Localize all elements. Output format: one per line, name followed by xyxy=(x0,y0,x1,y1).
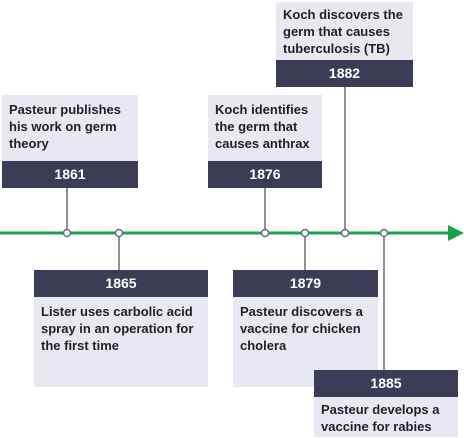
event-1879-year: 1879 xyxy=(233,270,378,297)
event-1865-text: Lister uses carbolic acid spray in an op… xyxy=(34,297,208,387)
marker-1876 xyxy=(260,228,270,238)
event-1885: 1885 Pasteur develops a vaccine for rabi… xyxy=(314,370,458,437)
event-1882-year: 1882 xyxy=(276,60,413,87)
event-1865: 1865 Lister uses carbolic acid spray in … xyxy=(34,270,208,387)
marker-1879 xyxy=(300,228,310,238)
event-1876-year: 1876 xyxy=(208,161,322,188)
marker-1885 xyxy=(379,228,389,238)
event-1885-year: 1885 xyxy=(314,370,458,397)
timeline-arrowhead xyxy=(448,225,464,241)
marker-1861 xyxy=(62,228,72,238)
event-1876-text: Koch identifies the germ that causes ant… xyxy=(208,95,322,161)
event-1885-text: Pasteur develops a vaccine for rabies xyxy=(314,397,458,437)
marker-1865 xyxy=(114,228,124,238)
event-1876: Koch identifies the germ that causes ant… xyxy=(208,95,322,188)
event-1861: Pasteur publishes his work on germ theor… xyxy=(2,95,138,188)
event-1865-year: 1865 xyxy=(34,270,208,297)
event-1882-text: Koch discovers the germ that causes tube… xyxy=(276,2,413,60)
event-1861-text: Pasteur publishes his work on germ theor… xyxy=(2,95,138,161)
event-1861-year: 1861 xyxy=(2,161,138,188)
event-1882: Koch discovers the germ that causes tube… xyxy=(276,2,413,87)
marker-1882 xyxy=(340,228,350,238)
